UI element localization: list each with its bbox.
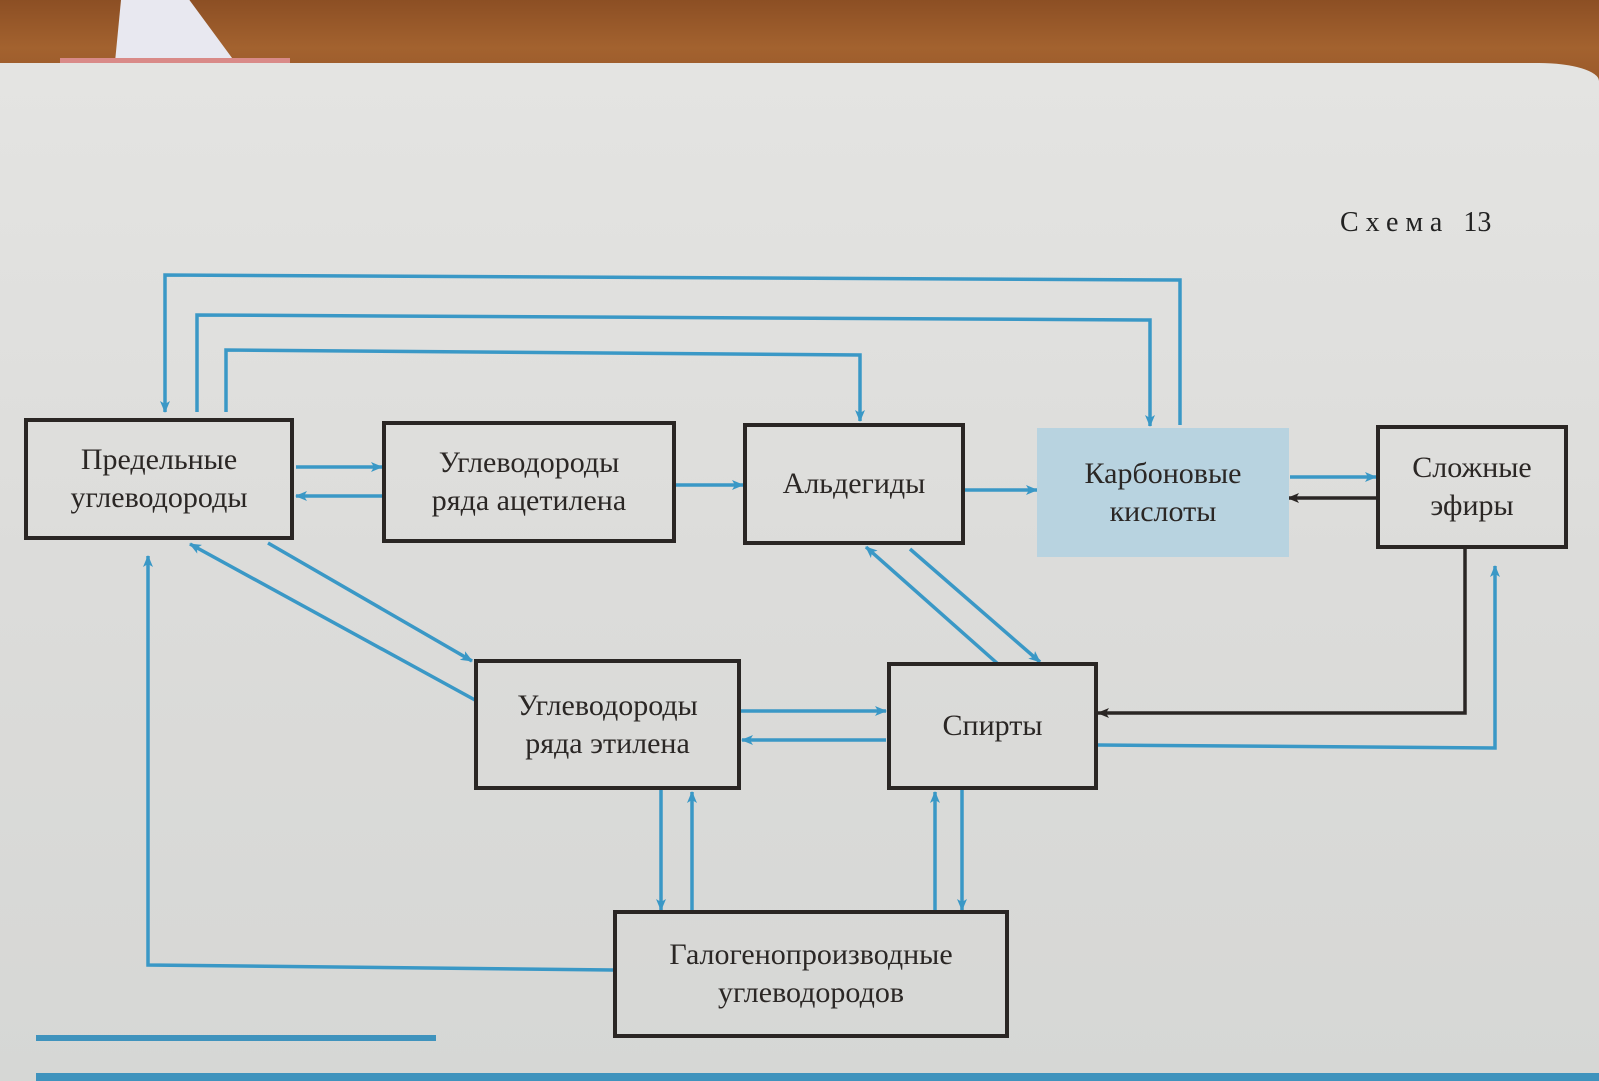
node-label-line1: Предельные (80, 443, 238, 476)
node-label-line1: Галогенопроизводные (669, 938, 953, 971)
node-label-line2: углеводороды (70, 481, 248, 514)
edge-saturated-to-ethylene (267, 541, 473, 663)
edge-ethylene-to-saturated (189, 542, 476, 702)
node-ethylene-hydrocarbons: Углеводороды ряда этилена (474, 659, 741, 790)
edge-saturated-to-carboxylic (195, 313, 1155, 427)
edge-saturated-to-aldehydes (224, 348, 865, 422)
edge-alcohols-to-esters (1097, 565, 1500, 750)
schema-number: 13 (1463, 207, 1492, 238)
node-label-line2: ряда ацетилена (431, 484, 627, 517)
node-esters: Сложные эфиры (1376, 425, 1568, 549)
page-edge-strip (60, 58, 290, 66)
decorative-rule-bottom (36, 1073, 1599, 1081)
node-label-line2: кислоты (1109, 494, 1217, 528)
node-label-line1: Карбоновые (1084, 456, 1242, 490)
edge-aldehydes-to-alcohols (908, 547, 1042, 664)
edge-esters-to-alcohols (1097, 548, 1467, 718)
node-label-line2: эфиры (1430, 489, 1514, 522)
node-label-line2: углеводородов (718, 976, 904, 1009)
node-label-line1: Углеводороды (438, 446, 620, 479)
edge-alcohols-to-aldehydes (864, 545, 1000, 666)
node-acetylene-hydrocarbons: Углеводороды ряда ацетилена (382, 421, 676, 543)
node-halogen-derivatives: Галогенопроизводные углеводородов (613, 910, 1009, 1038)
node-label-line1: Альдегиды (782, 467, 926, 500)
edge-halogen-to-saturated (143, 555, 614, 972)
node-aldehydes: Альдегиды (743, 423, 965, 545)
node-label-line1: Углеводороды (517, 688, 698, 722)
node-alcohols: Спирты (887, 662, 1098, 790)
node-label-line2: ряда этилена (525, 726, 690, 760)
edge-carboxylic-to-saturated (160, 273, 1182, 425)
node-label-line1: Спирты (942, 709, 1043, 742)
decorative-rule (36, 1035, 436, 1041)
node-label-line1: Сложные (1412, 451, 1532, 484)
node-carboxylic-acids: Карбоновые кислоты (1037, 428, 1289, 557)
schema-label-text: Схема (1340, 207, 1450, 238)
schema-title: Схема 13 (1340, 207, 1491, 239)
node-saturated-hydrocarbons: Предельные углеводороды (24, 418, 294, 540)
